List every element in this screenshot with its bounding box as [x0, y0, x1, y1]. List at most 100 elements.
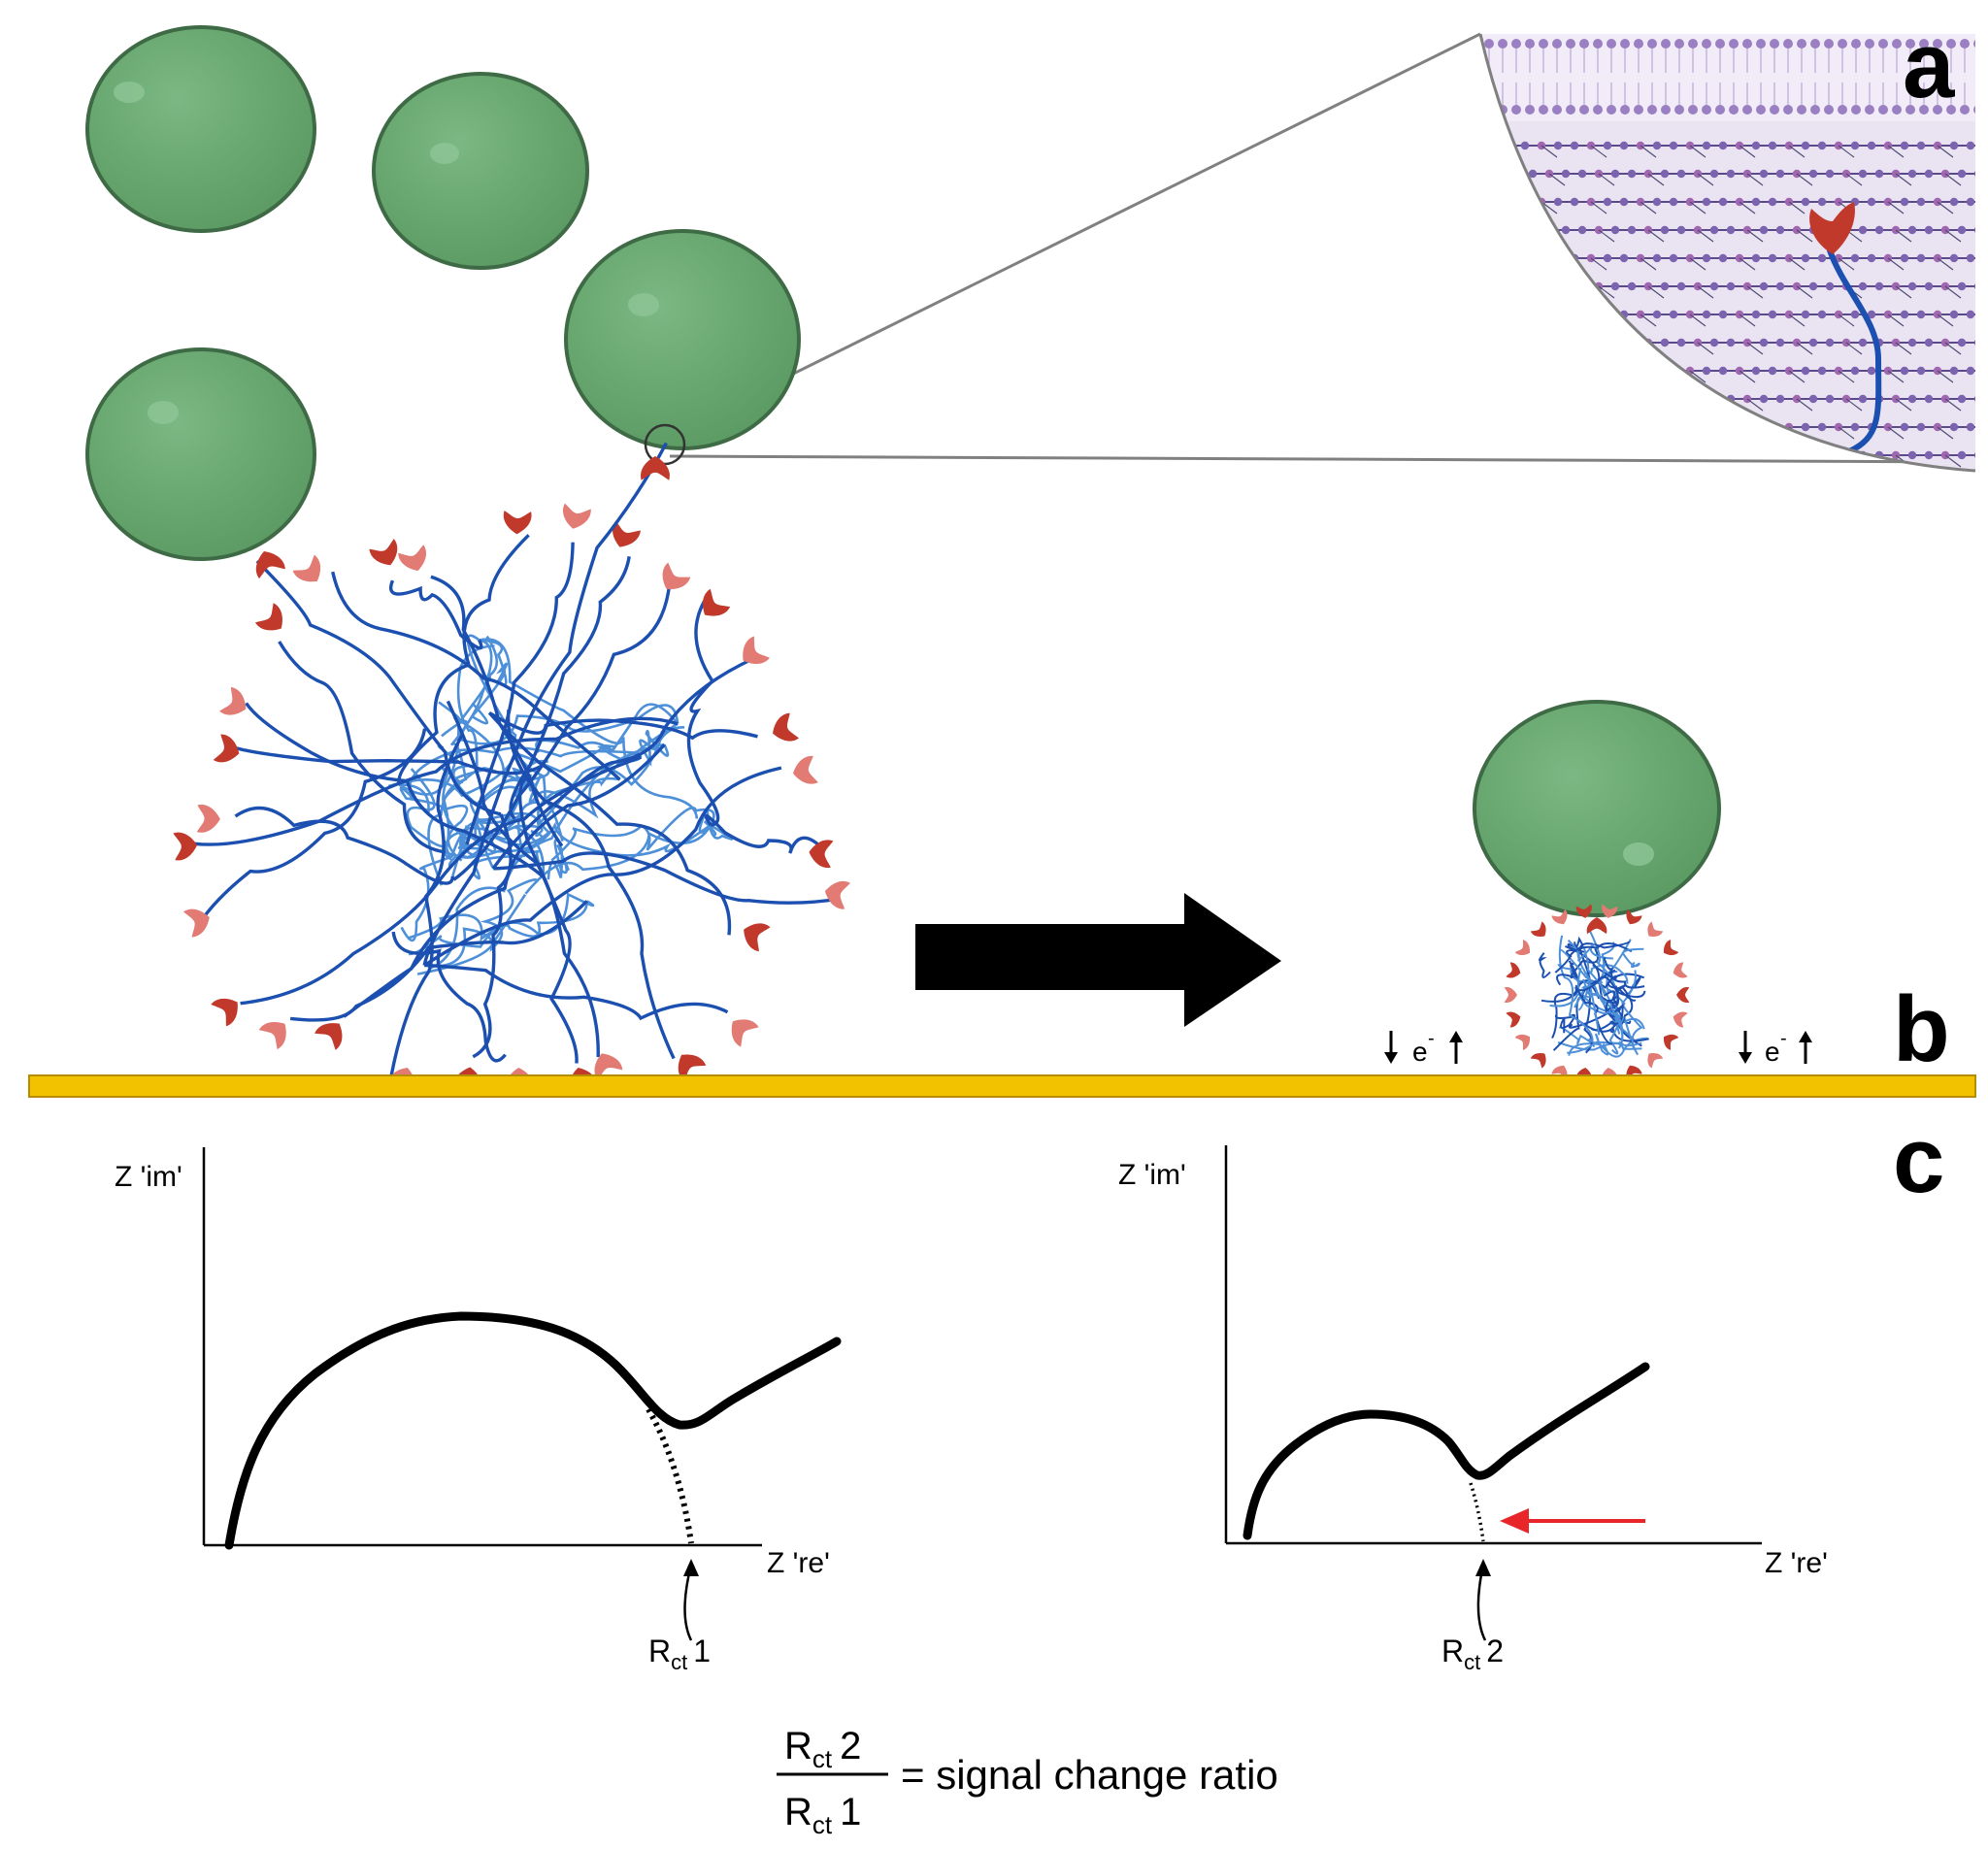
strand-dark [197, 728, 427, 926]
aptamer-icon [809, 840, 834, 869]
strand-dark [245, 702, 545, 878]
bead [1544, 450, 1554, 460]
bead-link [1944, 342, 1962, 355]
bead [1808, 169, 1818, 179]
lipid-head [1593, 105, 1603, 115]
lipid-head [1539, 105, 1548, 115]
bead [1520, 253, 1530, 263]
tethered-strand [1827, 248, 1882, 454]
aptamer-icon [1586, 917, 1607, 935]
bead [1907, 450, 1917, 460]
bead [1759, 225, 1769, 235]
bead-link [1838, 314, 1855, 327]
bead-link [1895, 173, 1912, 186]
bead [1636, 422, 1645, 432]
lipid-head [1688, 105, 1698, 115]
bead-link [1697, 173, 1714, 186]
bead [1874, 225, 1884, 235]
bead-link [1590, 314, 1607, 327]
bead [1966, 366, 1975, 376]
bead-link [1746, 173, 1764, 186]
bead-link [1944, 229, 1962, 243]
bead [1850, 422, 1860, 432]
bead [1966, 197, 1975, 207]
bead [1768, 310, 1777, 319]
bead [1817, 310, 1827, 319]
lipid-head [1729, 39, 1739, 49]
bead-link [1499, 398, 1516, 412]
bead [1916, 310, 1926, 319]
lipid-head [1838, 105, 1847, 115]
bead [1472, 142, 1479, 149]
bead [1495, 450, 1505, 460]
bead [1900, 253, 1909, 263]
bead [1619, 141, 1629, 150]
bead [1973, 225, 1975, 235]
bead-link [1689, 257, 1706, 271]
aptamer-icon [743, 636, 770, 664]
strand-dark [488, 710, 758, 741]
bead [1487, 253, 1497, 263]
bead [1537, 366, 1546, 376]
bead [1577, 281, 1587, 291]
aptamer-icon [1673, 1011, 1688, 1028]
strand-light [457, 811, 525, 850]
bead-link [1739, 201, 1756, 215]
aptamer-icon [398, 545, 427, 572]
bead-link [1697, 285, 1714, 299]
bead [1480, 281, 1488, 291]
ratio-label: = signal change ratio [901, 1752, 1278, 1798]
bead [1858, 225, 1868, 235]
bead [1718, 422, 1728, 432]
strand-collapsed [1558, 935, 1594, 1041]
bead [1577, 169, 1587, 179]
bead [1660, 450, 1670, 460]
bead-link [1895, 398, 1912, 412]
bead-link [1944, 454, 1962, 468]
bead [1751, 253, 1761, 263]
bead [1801, 366, 1810, 376]
bead [1709, 281, 1719, 291]
bead [1850, 366, 1860, 376]
zoom-line-bottom [669, 454, 1976, 464]
bead-link [1838, 370, 1855, 383]
zoom-callout: a [669, 14, 1976, 473]
bead [1586, 422, 1596, 432]
bead [1511, 450, 1521, 460]
plot1-x-label: Z 're' [767, 1547, 830, 1579]
bead-link [1746, 229, 1764, 243]
bead-link [1887, 370, 1905, 383]
bead [1480, 225, 1488, 235]
aptamer-icon [255, 603, 282, 631]
strand-collapsed [1549, 991, 1603, 1007]
bead [1759, 169, 1769, 179]
lipid-head [1960, 105, 1970, 115]
sphere-left [85, 347, 316, 561]
bead-link [1739, 314, 1756, 327]
strand-dark [509, 556, 631, 820]
bead-link [1491, 426, 1508, 440]
lipid-head [1702, 105, 1711, 115]
bead [1669, 253, 1678, 263]
bead [1570, 141, 1579, 150]
bead [1867, 366, 1876, 376]
aptamer-icon [503, 511, 532, 535]
lipid-head [1511, 105, 1521, 115]
plot2-y-label: Z 'im' [1118, 1159, 1186, 1191]
plot2-extrapolation [1469, 1482, 1485, 1542]
bead [1907, 225, 1917, 235]
gold-electrode [28, 1074, 1976, 1098]
bead [1603, 197, 1612, 207]
bead-link [1895, 229, 1912, 243]
bead [1652, 197, 1662, 207]
bead [1817, 422, 1827, 432]
bead [1957, 225, 1967, 235]
bead-link [1944, 285, 1962, 299]
lipid-head [1715, 105, 1725, 115]
bead [1850, 141, 1860, 150]
bead [1561, 281, 1571, 291]
lipid-head [1579, 39, 1589, 49]
bead [1949, 141, 1959, 150]
lipid-head [1620, 105, 1630, 115]
